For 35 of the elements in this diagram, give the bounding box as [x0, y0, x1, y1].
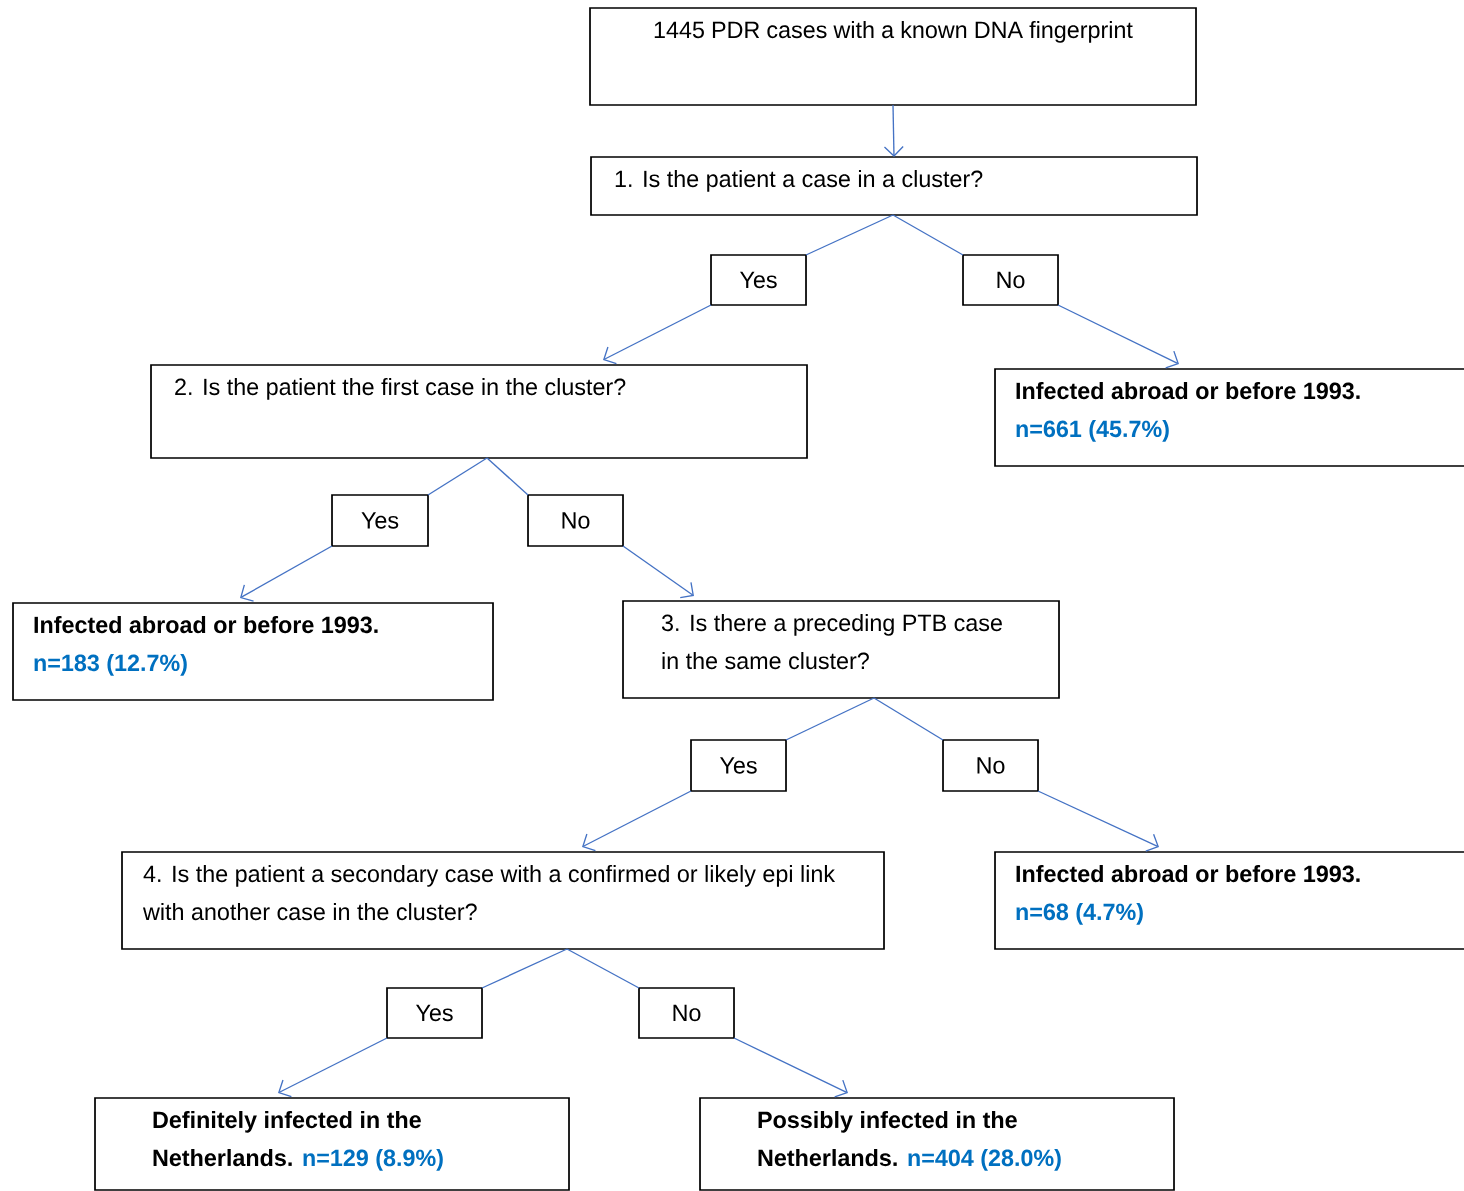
connector-line — [427, 457, 488, 496]
arrow — [1037, 790, 1159, 852]
outcome-box: Infected abroad or before 1993. n=661 (45.7%) — [994, 368, 1464, 467]
outcome-box: Infected abroad or before 1993. n=68 (4.7%) — [994, 851, 1464, 950]
question-box: 3. Is there a preceding PTB case in the same cluster? — [622, 600, 1060, 699]
arrow — [582, 790, 692, 852]
answer-box: No — [527, 494, 624, 547]
outcome-box: Possibly infected in the Netherlands. n=404 (28.0%) — [699, 1097, 1175, 1191]
question-box: 2. Is the patient the first case in the cluster? — [150, 364, 808, 459]
answer-box: No — [942, 739, 1039, 792]
answer-box: Yes — [386, 987, 483, 1039]
connector-line — [566, 948, 640, 989]
outcome-box: Definitely infected in the Netherlands. n=129 (8.9%) — [94, 1097, 570, 1191]
outcome-box: Infected abroad or before 1993. n=183 (12.7%) — [12, 602, 494, 701]
arrow — [733, 1037, 848, 1098]
arrow — [240, 545, 333, 602]
connector-line — [486, 457, 529, 496]
answer-box: Yes — [690, 739, 787, 792]
arrow — [278, 1037, 388, 1098]
connector-line — [892, 214, 964, 256]
arrow — [622, 545, 694, 599]
arrow — [603, 304, 712, 365]
connector-line — [805, 214, 894, 256]
arrow — [1057, 304, 1179, 369]
connector-line — [873, 697, 944, 741]
connector-line — [481, 948, 568, 989]
answer-box: Yes — [331, 494, 429, 547]
answer-box: Yes — [710, 254, 807, 306]
answer-box: No — [638, 987, 735, 1039]
arrow — [883, 104, 904, 157]
answer-box: No — [962, 254, 1059, 306]
question-box: 4. Is the patient a secondary case with a confirmed or likely epi link with another case in the cluster? — [121, 851, 885, 950]
start-box: 1445 PDR cases with a known DNA fingerprint — [589, 7, 1197, 106]
question-box: 1. Is the patient a case in a cluster? — [590, 156, 1198, 216]
connector-line — [785, 697, 875, 741]
